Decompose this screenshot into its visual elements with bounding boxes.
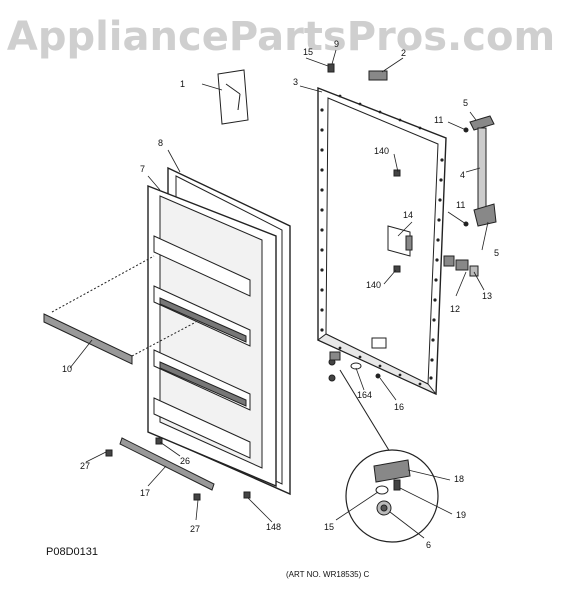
screw-140 — [393, 169, 401, 273]
detail-circle — [339, 369, 439, 543]
outer-door-panel — [317, 86, 447, 396]
callout-9: 9 — [334, 39, 339, 49]
shelf-bar — [43, 313, 133, 365]
leader-lines — [69, 49, 489, 539]
watermark-logo: AppliancePartsPros.com — [6, 14, 556, 60]
callout-10: 10 — [62, 364, 72, 374]
callout-13: 13 — [482, 291, 492, 301]
callout-2: 2 — [401, 48, 406, 58]
drawing-id: P08D0131 — [46, 546, 98, 558]
bottom-hinge-parts — [328, 351, 381, 382]
callout-labels: 1 2 3 4 5 5 6 7 8 9 10 11 11 12 13 14 15… — [62, 39, 499, 550]
art-number: (ART NO. WR18535) C — [286, 570, 370, 579]
callout-27-bottom: 27 — [190, 524, 200, 534]
callout-19: 19 — [456, 510, 466, 520]
callout-27-left: 27 — [80, 461, 90, 471]
callout-164: 164 — [357, 390, 372, 400]
callout-12: 12 — [450, 304, 460, 314]
label-part — [368, 70, 388, 81]
callout-6: 6 — [426, 540, 431, 550]
callout-140-bottom: 140 — [366, 280, 381, 290]
callout-15-top: 15 — [303, 47, 313, 57]
callout-16: 16 — [394, 402, 404, 412]
callout-8: 8 — [158, 138, 163, 148]
callout-5-top: 5 — [463, 98, 468, 108]
hinge-handle-assembly — [463, 115, 497, 227]
callout-11-top: 11 — [434, 115, 443, 125]
top-screw — [327, 63, 335, 73]
callout-15-detail: 15 — [324, 522, 334, 532]
callout-7: 7 — [140, 164, 145, 174]
callout-4: 4 — [460, 170, 465, 180]
callout-5-bottom: 5 — [494, 248, 499, 258]
callout-17: 17 — [140, 488, 150, 498]
callout-18: 18 — [454, 474, 464, 484]
bottom-bar — [119, 437, 215, 491]
lock-assembly — [443, 255, 479, 277]
mounting-screws — [105, 437, 251, 501]
callout-14: 14 — [403, 210, 413, 220]
callout-1: 1 — [180, 79, 185, 89]
latch-bracket — [387, 225, 413, 257]
callout-26: 26 — [180, 456, 190, 466]
door-liner — [147, 184, 277, 488]
callout-3: 3 — [293, 77, 298, 87]
callout-148: 148 — [266, 522, 281, 532]
literature-sheet — [217, 69, 249, 125]
callout-140-top: 140 — [374, 146, 389, 156]
callout-11-bottom: 11 — [456, 200, 465, 210]
